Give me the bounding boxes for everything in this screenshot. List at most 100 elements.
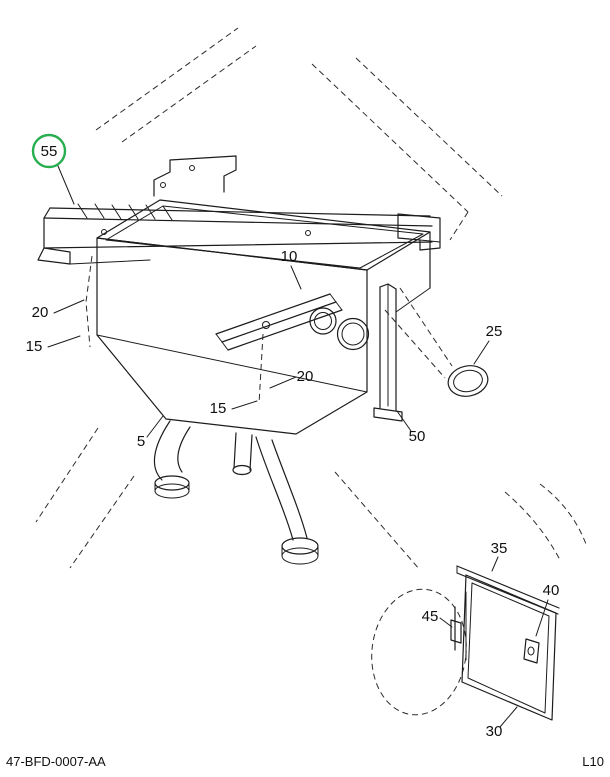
callout-15-left[interactable]: 15 [26, 335, 81, 355]
callout-label[interactable]: 15 [210, 400, 227, 417]
bracket-end-cap [215, 333, 229, 351]
center-stub-end [232, 464, 252, 476]
left-flange [154, 475, 190, 491]
bracket-end-cap [329, 293, 343, 311]
port-rings [309, 307, 370, 351]
box-right-bottom-edge [395, 287, 431, 313]
callout-20-middle[interactable]: 20 [269, 368, 314, 389]
leader-line [47, 335, 81, 348]
left-flange-lower [154, 483, 190, 499]
frame-line [69, 475, 135, 569]
mount-alignment-lines [85, 255, 453, 405]
left-elbow-outer [153, 420, 171, 481]
mount-line-left [85, 255, 93, 348]
bracket-edge [227, 309, 343, 351]
callout-55[interactable]: 55 [41, 143, 75, 205]
leader-line [290, 265, 302, 290]
callout-40[interactable]: 40 [535, 582, 560, 637]
callout-label[interactable]: 25 [486, 323, 503, 340]
callout-25[interactable]: 25 [473, 323, 503, 365]
bracket-edge [221, 301, 337, 343]
grommet-alignment-line [384, 309, 446, 379]
callout-label[interactable]: 45 [422, 608, 439, 625]
leader-line [53, 299, 85, 314]
port-ring-outer [336, 317, 370, 351]
vehicle-frame-outline [35, 27, 503, 571]
callout-45[interactable]: 45 [422, 608, 453, 628]
leader-line [491, 556, 499, 572]
rail-hole [160, 182, 166, 188]
frame-line [121, 45, 257, 143]
frame-line [35, 427, 99, 523]
box-front-face [96, 237, 368, 435]
rail-web-bottom-edge [43, 241, 433, 249]
hinge-bracket [450, 619, 462, 644]
callout-label[interactable]: 55 [41, 143, 58, 160]
rail-step-bracket [153, 155, 237, 197]
port-ring-inner [341, 322, 365, 346]
callout-35[interactable]: 35 [491, 540, 508, 572]
callout-label[interactable]: 10 [281, 248, 298, 265]
grommet-outer [447, 365, 489, 397]
callout-label[interactable]: 30 [486, 723, 503, 740]
leader-line [146, 415, 164, 438]
latch-part-40 [523, 638, 540, 664]
drain-pipes [153, 420, 319, 565]
callout-label[interactable]: 20 [297, 368, 314, 385]
callout-label[interactable]: 15 [26, 338, 43, 355]
rail-hole [305, 230, 311, 236]
footer: 47-BFD-0007-AA L10 [6, 754, 604, 769]
right-flange-lower [281, 547, 319, 565]
bracket-part-10 [215, 293, 343, 351]
rail-hole [189, 165, 195, 171]
leader-line [231, 400, 258, 410]
callout-label[interactable]: 5 [137, 433, 145, 450]
rail-top-far-edge [49, 207, 431, 217]
callout-5[interactable]: 5 [137, 415, 164, 450]
bracket-hole [262, 321, 270, 329]
leader-line [535, 599, 549, 637]
callout-label[interactable]: 50 [409, 428, 426, 445]
door-rail-edge [456, 565, 560, 609]
callout-20-left[interactable]: 20 [32, 299, 85, 321]
support-top-cap [379, 283, 397, 290]
leader-line [499, 706, 518, 728]
callout-10[interactable]: 10 [281, 248, 302, 290]
port-ring-inner [314, 312, 332, 330]
latch-body [523, 638, 540, 664]
mount-line-middle [258, 333, 264, 405]
frame-line [334, 471, 421, 571]
left-elbow-inner [177, 426, 191, 473]
main-box-part-5 [96, 199, 431, 435]
rail-right-end-bracket [397, 213, 441, 251]
callout-50[interactable]: 50 [396, 410, 426, 445]
latch-hole [527, 646, 535, 656]
bracket-edge [215, 293, 331, 335]
grommet-inner [453, 369, 483, 393]
callout-15-middle[interactable]: 15 [210, 400, 258, 417]
leader-line [396, 410, 412, 432]
right-pipe-outer [255, 436, 294, 541]
leader-line [473, 340, 490, 365]
wheel-well-ellipse [371, 588, 467, 716]
frame-line [95, 27, 239, 131]
grommet-alignment-line [399, 287, 453, 367]
right-flange [281, 537, 319, 555]
frame-line [449, 211, 469, 241]
callout-30[interactable]: 30 [486, 706, 518, 740]
door-inner [467, 582, 550, 714]
callout-label[interactable]: 40 [543, 582, 560, 599]
box-crease-line [96, 334, 368, 393]
grommet-part-25 [447, 365, 489, 397]
callout-label[interactable]: 35 [491, 540, 508, 557]
body-curve [504, 491, 561, 561]
page-reference: L10 [582, 754, 604, 769]
hinge-rod-part-45 [450, 591, 467, 661]
door-outer [461, 574, 557, 721]
mounting-rail-part-55 [37, 155, 441, 265]
callout-label[interactable]: 20 [32, 304, 49, 321]
body-curve [539, 483, 587, 545]
document-number: 47-BFD-0007-AA [6, 754, 106, 769]
